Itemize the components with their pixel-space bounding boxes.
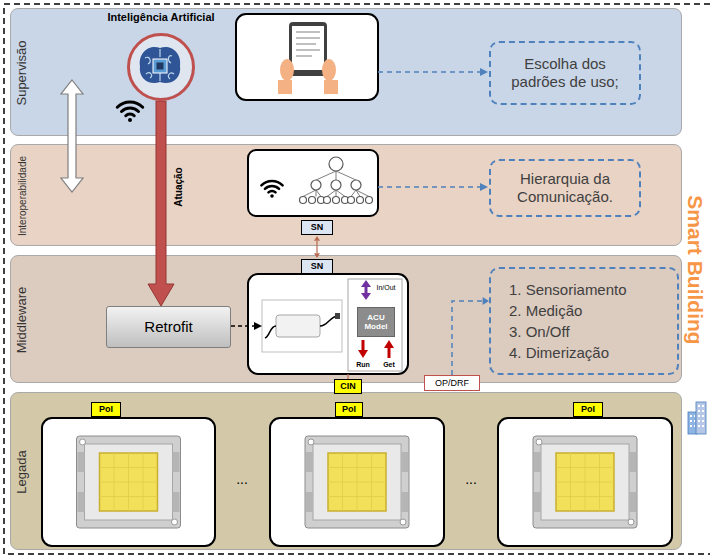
ai-ring xyxy=(127,33,195,101)
led-box xyxy=(42,418,215,546)
side-title: Smart Building xyxy=(683,195,706,344)
node-text: PoI xyxy=(581,404,595,415)
connector xyxy=(314,236,320,258)
wire xyxy=(347,374,348,379)
dashed-arrow xyxy=(378,68,488,76)
ai-heading: Inteligência Artificial xyxy=(91,11,231,24)
port-tag: PoI xyxy=(91,402,121,417)
link-line xyxy=(316,241,317,253)
node-text: PoI xyxy=(342,404,356,415)
arrow-head xyxy=(314,236,320,241)
node-text: OP/DRF xyxy=(435,378,469,389)
band-title: Interoperabilidade xyxy=(17,156,28,236)
hierarchy-box xyxy=(248,150,378,216)
brain-icon xyxy=(128,34,192,98)
connector xyxy=(452,297,489,375)
led-box xyxy=(498,418,672,546)
led-box xyxy=(270,418,444,546)
ai-ring-outline xyxy=(129,35,194,100)
model-box: ACU Model xyxy=(357,307,395,337)
node-text: 1. Sensoriamento xyxy=(509,279,627,300)
arrow-head xyxy=(314,253,320,258)
double-arrow xyxy=(61,80,83,192)
port-tag: PoI xyxy=(335,402,363,417)
process-box: Retrofit xyxy=(106,306,231,348)
dashed-arrow xyxy=(378,183,488,191)
port-tag: PoI xyxy=(573,402,603,417)
port-tag: CIN xyxy=(334,379,362,394)
node-text: CIN xyxy=(340,381,356,392)
node-text: 2. Medição xyxy=(509,300,582,321)
node-text: Escolha dos padrões de uso; xyxy=(503,55,627,91)
arrow-head xyxy=(483,297,489,305)
ellipsis: ... xyxy=(236,472,248,487)
actuation-arrow xyxy=(148,101,174,306)
port-tag: OP/DRF xyxy=(424,375,480,391)
ellipsis: ... xyxy=(465,472,477,487)
node-text: 3. On/Off xyxy=(509,321,570,342)
device-box xyxy=(248,274,408,374)
frame xyxy=(4,4,710,554)
node-text: SN xyxy=(311,261,324,272)
band-title: Supervisão xyxy=(15,40,29,105)
tablet-box xyxy=(236,14,378,100)
connector xyxy=(148,101,174,306)
edge-label: Atuação xyxy=(173,167,184,206)
ai-circle: Inteligência Artificial xyxy=(91,11,231,101)
signal-name: In/Out xyxy=(376,284,395,292)
node-text: Hierarquia da Comunicação. xyxy=(503,170,627,206)
node-text: PoI xyxy=(99,404,113,415)
node-text: ACU Model xyxy=(360,313,392,331)
node-text: Retrofit xyxy=(144,318,192,336)
port-tag: SN xyxy=(301,259,333,274)
dashed-link xyxy=(452,301,482,375)
note-box: Escolha dos padrões de uso; xyxy=(489,41,641,105)
dashed-arrow xyxy=(231,322,262,330)
wifi-icon xyxy=(117,102,142,122)
node-text: SN xyxy=(311,222,324,233)
note-box: 1. Sensoriamento2. Medição3. On/Off4. Di… xyxy=(489,267,679,375)
note-box: Hierarquia da Comunicação. xyxy=(489,159,641,217)
building-icon xyxy=(688,402,706,434)
node-text: 4. Dimerização xyxy=(509,342,609,363)
band-title: Legada xyxy=(15,450,29,493)
signal-name: Run xyxy=(356,361,370,369)
port-tag: SN xyxy=(301,220,333,235)
band-title: Middleware xyxy=(15,287,29,353)
signal-name: Get xyxy=(383,361,395,369)
